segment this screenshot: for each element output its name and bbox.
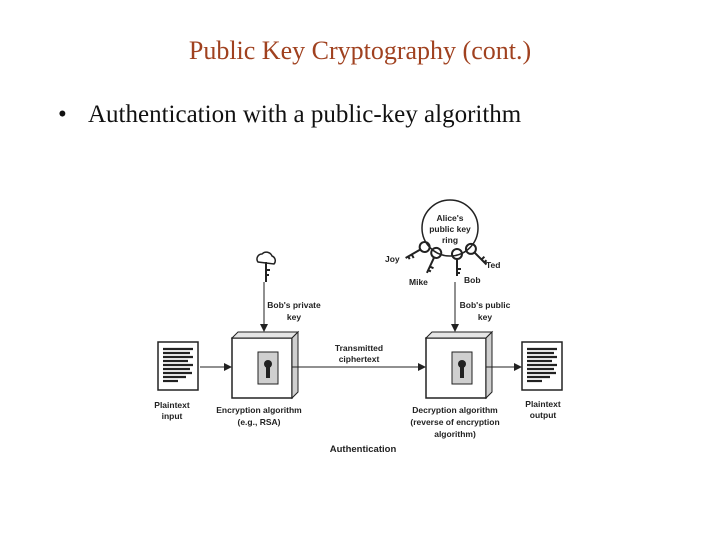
encryption-algorithm-label: (e.g., RSA) (238, 417, 281, 427)
public-key-label: Bob's public (460, 300, 511, 310)
plaintext-input-document-icon (158, 342, 198, 390)
plaintext-output-label: Plaintext (525, 399, 561, 409)
plaintext-output-document-icon (522, 342, 562, 390)
diagram-caption: Authentication (330, 444, 397, 455)
plaintext-output-label: output (530, 410, 557, 420)
ring-label-line: public key (429, 224, 471, 234)
key-icon (422, 246, 442, 275)
private-key-label: Bob's private (267, 300, 321, 310)
transmitted-ciphertext-label: Transmitted (335, 343, 383, 353)
decryption-box (426, 332, 492, 398)
ring-label-line: Alice's (436, 213, 463, 223)
private-key-label: key (287, 312, 301, 322)
key-owner-label-ted: Ted (486, 260, 500, 270)
key-owner-label-mike: Mike (409, 277, 428, 287)
plaintext-input-label: input (162, 411, 183, 421)
key-owner-label-joy: Joy (385, 254, 400, 264)
keyhole-icon (452, 352, 472, 384)
public-key-label: key (478, 312, 492, 322)
private-key-icon (257, 252, 275, 282)
key-owner-label-bob: Bob (464, 275, 481, 285)
decryption-algorithm-label: algorithm) (434, 429, 476, 439)
decryption-algorithm-label: (reverse of encryption (410, 417, 499, 427)
transmitted-ciphertext-label: ciphertext (339, 354, 380, 364)
ring-label-line: ring (442, 235, 458, 245)
plaintext-input-label: Plaintext (154, 400, 190, 410)
encryption-box (232, 332, 298, 398)
key-icon (403, 240, 431, 262)
decryption-algorithm-label: Decryption algorithm (412, 405, 498, 415)
encryption-algorithm-label: Encryption algorithm (216, 405, 302, 415)
keyhole-icon (258, 352, 278, 384)
